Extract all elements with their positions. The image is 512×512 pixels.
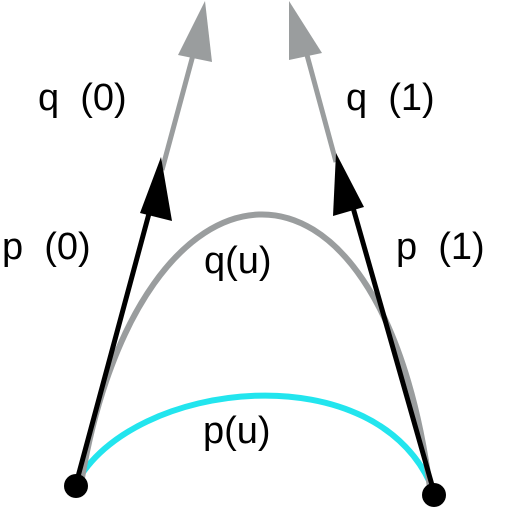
vector-p0-shaft	[73, 194, 157, 485]
curve-start-point	[64, 474, 88, 498]
vector-p1-shaft	[345, 189, 437, 493]
vector-p0-arrowhead	[140, 157, 172, 221]
vector-p1-arrowhead	[333, 153, 364, 216]
vector-q0-shaft	[159, 43, 199, 171]
label-q-u: q(u)	[204, 240, 272, 282]
curve-q-u	[79, 211, 433, 491]
label-q0: q (0)	[38, 77, 127, 119]
curve-p-u	[73, 392, 437, 495]
vector-q0-arrowhead	[178, 1, 212, 62]
vector-q1-arrowhead	[289, 1, 322, 60]
label-p-u: p(u)	[203, 410, 271, 452]
curve-end-point	[422, 483, 446, 507]
vector-q1-shaft	[301, 43, 339, 163]
label-p0: p (0)	[2, 226, 91, 268]
label-q1: q (1)	[346, 77, 435, 119]
label-p1: p (1)	[396, 226, 485, 268]
